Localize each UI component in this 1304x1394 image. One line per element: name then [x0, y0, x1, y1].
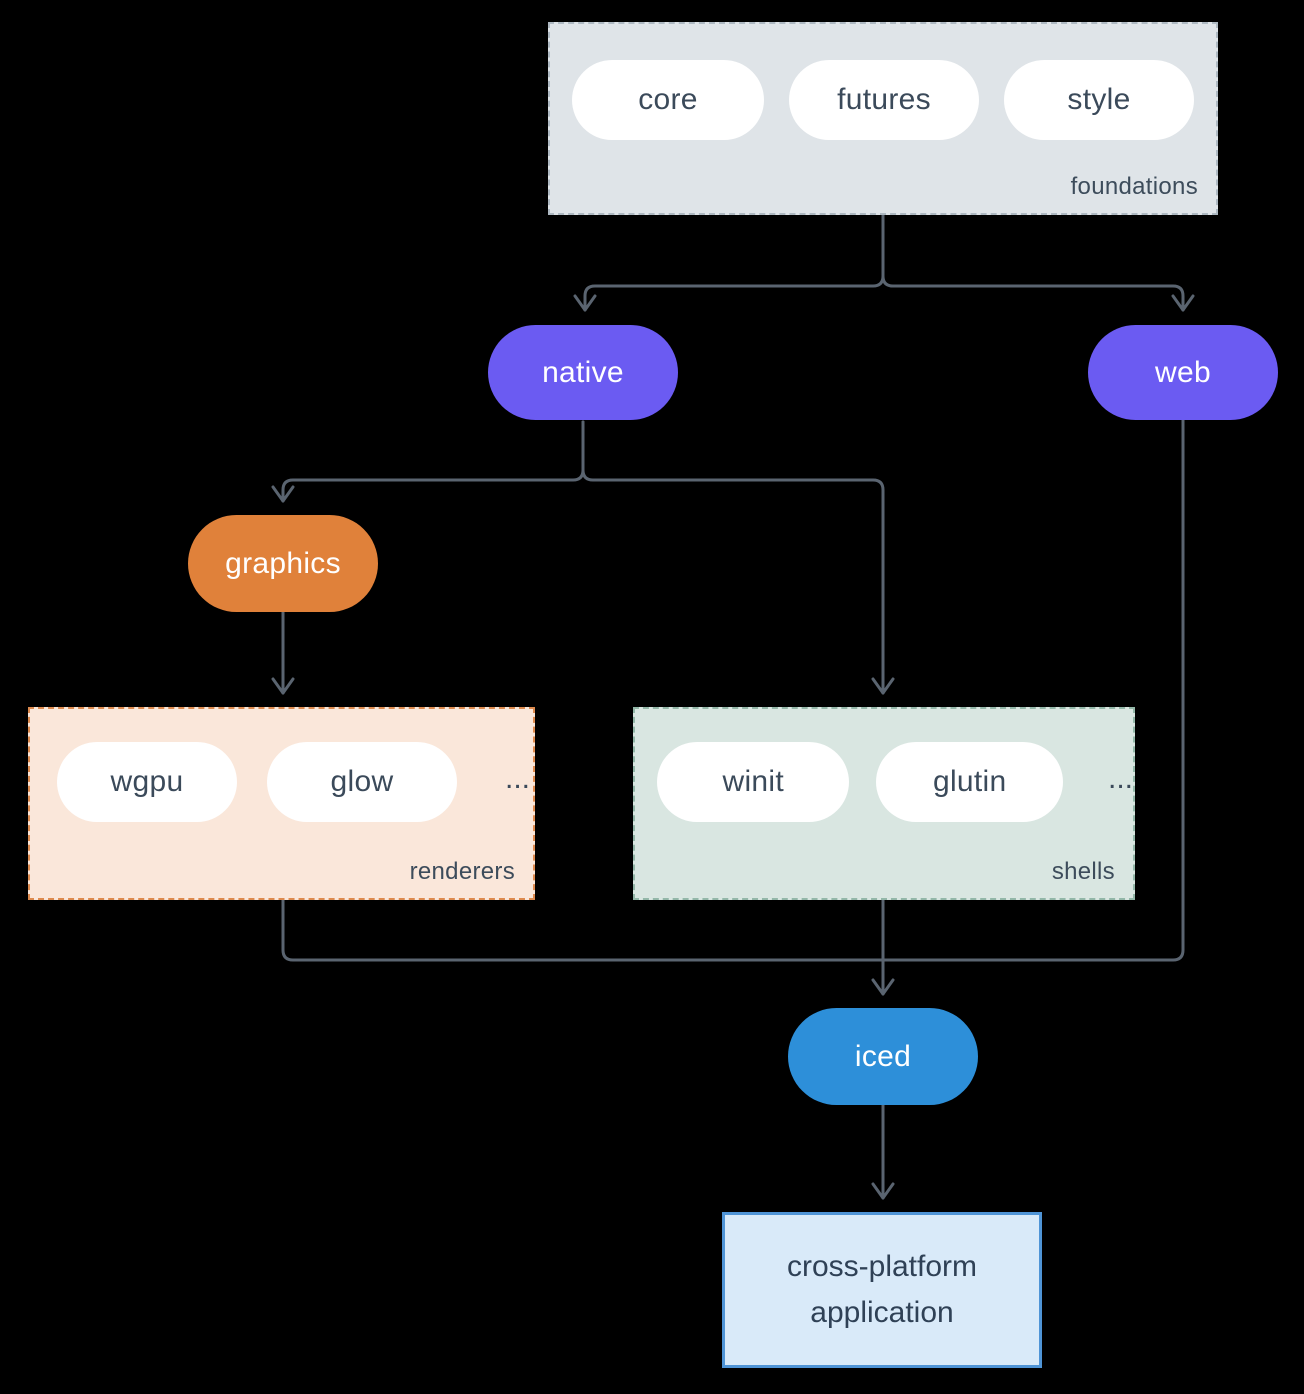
- node-web: web: [1088, 325, 1278, 420]
- group-foundations-label: foundations: [1070, 173, 1198, 200]
- node-style: style: [1004, 60, 1194, 140]
- node-futures: futures: [789, 60, 979, 140]
- shells-ellipsis: ...: [1107, 762, 1133, 795]
- shells-node-row: winit glutin ...: [635, 709, 1133, 822]
- node-iced: iced: [788, 1008, 978, 1105]
- group-renderers: wgpu glow ... renderers: [28, 707, 535, 900]
- foundations-node-row: core futures style: [550, 24, 1216, 140]
- node-winit: winit: [657, 742, 850, 822]
- group-foundations: core futures style foundations: [548, 22, 1218, 215]
- node-core: core: [572, 60, 764, 140]
- node-glow: glow: [267, 742, 457, 822]
- node-cross-platform-application: cross-platform application: [722, 1212, 1042, 1368]
- node-glutin: glutin: [876, 742, 1063, 822]
- node-graphics: graphics: [188, 515, 378, 612]
- renderers-node-row: wgpu glow ...: [30, 709, 533, 822]
- group-shells: winit glutin ... shells: [633, 707, 1135, 900]
- node-native: native: [488, 325, 678, 420]
- group-shells-label: shells: [1051, 858, 1115, 885]
- renderers-ellipsis: ...: [505, 762, 531, 795]
- node-wgpu: wgpu: [57, 742, 237, 822]
- application-label: cross-platform application: [786, 1250, 978, 1329]
- group-renderers-label: renderers: [409, 858, 515, 885]
